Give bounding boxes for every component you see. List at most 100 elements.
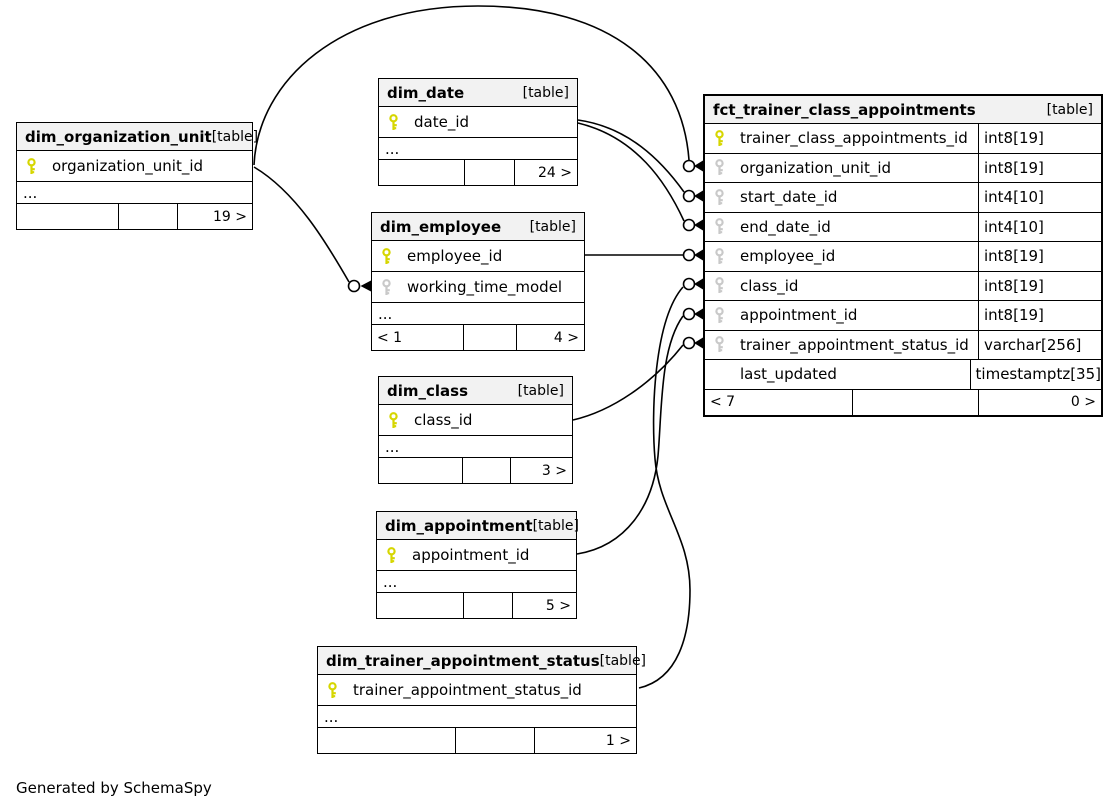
footer-related-count[interactable]: 5 > <box>512 593 576 618</box>
table-header[interactable]: dim_employee [table] <box>372 213 584 241</box>
column-name: class_id <box>740 276 799 295</box>
foreign-key-icon <box>382 278 391 295</box>
foreign-key-icon <box>715 306 724 323</box>
table-header[interactable]: dim_class [table] <box>379 377 572 405</box>
fct-connector-employee-id <box>682 248 703 262</box>
footer-related-count[interactable]: 1 > <box>534 728 636 753</box>
table-header[interactable]: dim_appointment [table] <box>377 512 579 540</box>
table-dim-employee: dim_employee [table] employee_id working… <box>371 212 585 351</box>
footer-related-count[interactable]: 19 > <box>176 204 252 229</box>
footer-cell <box>17 204 118 229</box>
column-type: int8[19] <box>978 153 1101 182</box>
footer-related-count[interactable]: 0 > <box>978 389 1101 415</box>
column-type: int4[10] <box>978 183 1101 212</box>
footer-cell <box>454 728 535 753</box>
table-header[interactable]: dim_organization_unit [table] <box>17 123 258 151</box>
table-title[interactable]: dim_employee <box>380 217 502 236</box>
footer-related-count[interactable]: < 7 <box>710 394 736 410</box>
primary-key-icon <box>27 157 36 174</box>
column-type: int8[19] <box>978 271 1101 300</box>
foreign-key-icon <box>715 159 724 176</box>
column-type: int8[19] <box>978 301 1101 330</box>
column-name: employee_id <box>740 247 836 266</box>
table-tag: [table] <box>522 84 569 101</box>
table-tag: [table] <box>529 218 576 235</box>
more-columns-ellipsis: ... <box>372 303 584 325</box>
footer-cell <box>851 389 979 415</box>
column-row[interactable]: appointment_id <box>377 540 576 571</box>
table-title[interactable]: fct_trainer_class_appointments <box>713 100 976 119</box>
fct-connector-trainer-appointment-status-id <box>682 336 703 350</box>
table-title[interactable]: dim_class <box>387 381 469 400</box>
table-tag: [table] <box>599 652 647 669</box>
column-row[interactable]: date_id <box>379 107 577 138</box>
edge-appointment-curve <box>576 315 684 555</box>
column-name: trainer_appointment_status_id <box>353 681 582 699</box>
foreign-key-icon <box>715 218 724 235</box>
column-name: start_date_id <box>740 188 838 207</box>
column-row[interactable]: trainer_appointment_status_id <box>318 675 636 706</box>
foreign-key-icon <box>715 188 724 205</box>
table-tag: [table] <box>1046 101 1093 118</box>
table-dim-organization-unit: dim_organization_unit [table] organizati… <box>16 122 258 230</box>
primary-key-icon <box>328 681 337 698</box>
column-name: date_id <box>414 113 470 131</box>
table-footer: 19 > <box>17 204 252 229</box>
column-type: varchar[256] <box>978 330 1101 359</box>
table-tag: [table] <box>211 128 259 145</box>
column-name: end_date_id <box>740 217 831 236</box>
table-header[interactable]: dim_date [table] <box>379 79 577 107</box>
column-name: employee_id <box>407 247 503 265</box>
more-columns-ellipsis: ... <box>318 706 636 728</box>
table-title[interactable]: dim_trainer_appointment_status <box>326 651 600 670</box>
table-tag: [table] <box>532 517 579 534</box>
employee-connector-working-time-model <box>347 279 371 293</box>
primary-key-icon <box>389 113 398 130</box>
column-name: trainer_class_appointments_id <box>740 129 968 148</box>
column-row[interactable]: working_time_model <box>372 272 584 303</box>
edge-date-to-start-date <box>577 119 685 193</box>
table-tag: [table] <box>517 382 564 399</box>
column-row[interactable]: employee_id int8[19] <box>705 242 1101 272</box>
column-row[interactable]: appointment_id int8[19] <box>705 301 1101 331</box>
primary-key-icon <box>389 411 398 428</box>
primary-key-icon <box>387 546 396 563</box>
table-footer: < 7 0 > <box>705 389 1101 415</box>
column-name: trainer_appointment_status_id <box>740 335 969 354</box>
more-columns-ellipsis: ... <box>379 138 577 160</box>
column-name: organization_unit_id <box>52 157 204 175</box>
column-row[interactable]: organization_unit_id <box>17 151 252 182</box>
footer-related-count[interactable]: 3 > <box>510 458 572 483</box>
edge-org-to-fct <box>253 5 690 166</box>
column-row[interactable]: class_id int8[19] <box>705 271 1101 301</box>
footer-related-count[interactable]: 24 > <box>513 160 577 185</box>
column-name: organization_unit_id <box>740 158 892 177</box>
table-title[interactable]: dim_appointment <box>385 516 533 535</box>
footer-cell <box>118 204 177 229</box>
edge-date-to-end-date <box>577 122 685 222</box>
footer-related-count[interactable]: 4 > <box>516 325 584 350</box>
table-header[interactable]: fct_trainer_class_appointments [table] <box>705 96 1101 124</box>
more-columns-ellipsis: ... <box>17 182 252 204</box>
column-row[interactable]: end_date_id int4[10] <box>705 212 1101 242</box>
fct-connector-start-date-id <box>682 189 703 203</box>
column-row[interactable]: trainer_appointment_status_id varchar[25… <box>705 330 1101 360</box>
table-dim-class: dim_class [table] class_id ... 3 > <box>378 376 573 484</box>
column-row[interactable]: start_date_id int4[10] <box>705 183 1101 213</box>
table-footer: 5 > <box>377 593 576 618</box>
footer-cell <box>379 458 462 483</box>
table-header[interactable]: dim_trainer_appointment_status [table] <box>318 647 646 675</box>
column-name: working_time_model <box>407 278 563 296</box>
table-dim-date: dim_date [table] date_id ... 24 > <box>378 78 578 186</box>
edge-status-curve <box>638 286 691 689</box>
table-title[interactable]: dim_organization_unit <box>25 127 212 146</box>
column-row[interactable]: trainer_class_appointments_id int8[19] <box>705 124 1101 154</box>
column-row[interactable]: organization_unit_id int8[19] <box>705 153 1101 183</box>
footer-related-count[interactable]: < 1 <box>377 329 403 346</box>
table-dim-trainer-appointment-status: dim_trainer_appointment_status [table] t… <box>317 646 646 754</box>
column-row[interactable]: employee_id <box>372 241 584 272</box>
column-row[interactable]: last_updated timestamptz[35] <box>705 360 1101 390</box>
column-row[interactable]: class_id <box>379 405 572 436</box>
table-title[interactable]: dim_date <box>387 83 465 102</box>
